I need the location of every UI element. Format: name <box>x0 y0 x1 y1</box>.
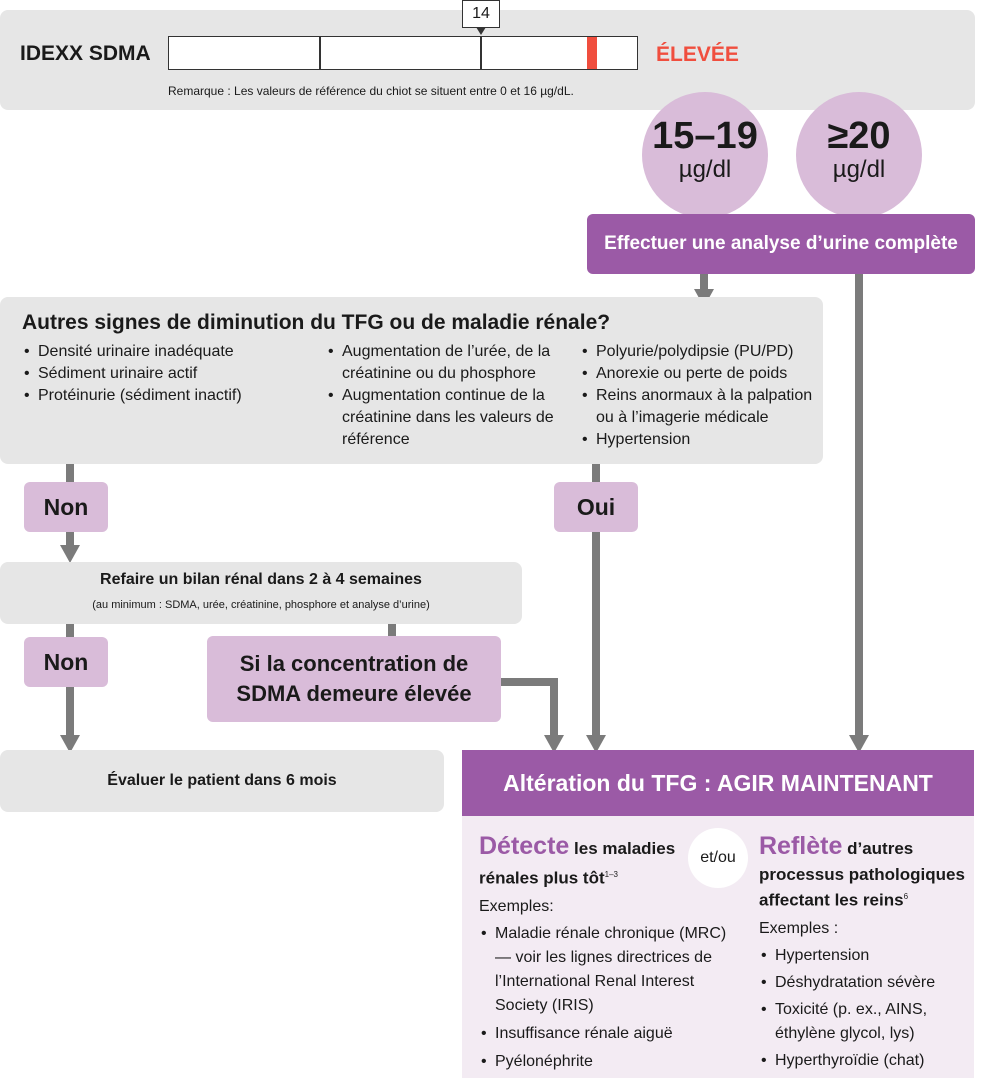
evaluate-label: Évaluer le patient dans 6 mois <box>107 772 337 789</box>
detect-heading-1: les maladies <box>569 839 676 858</box>
list-item: Sédiment urinaire actif <box>22 363 312 385</box>
range-circle-15-19: 15–19 µg/dl <box>642 92 768 218</box>
persist-label: Si la concentration de SDMA demeure élev… <box>236 651 472 706</box>
list-item: Anorexie ou perte de poids <box>580 363 820 385</box>
arrow-down-icon <box>60 735 80 753</box>
connector-line <box>66 464 74 482</box>
reflect-examples-label: Exemples : <box>759 919 839 937</box>
and-or-circle: et/ou <box>688 828 748 888</box>
range-value: 15–19 <box>652 115 758 157</box>
list-item: Reins anormaux à la palpation ou à l’ima… <box>580 385 820 429</box>
reflect-heading-1: d’autres <box>842 839 914 858</box>
sdma-status: ÉLEVÉE <box>656 43 739 66</box>
connector-line <box>500 678 558 686</box>
arrow-down-icon <box>586 735 606 753</box>
range-unit: µg/dl <box>832 156 886 183</box>
range-circle-20-plus: ≥20 µg/dl <box>796 92 922 218</box>
answer-no-2: Non <box>24 637 108 687</box>
connector-line <box>855 216 863 738</box>
renal-signs-box: Autres signes de diminution du TFG ou de… <box>0 297 823 464</box>
persist-box: Si la concentration de SDMA demeure élev… <box>207 636 501 722</box>
arrow-down-icon <box>849 735 869 753</box>
reflect-ref: 6 <box>903 892 909 901</box>
marker-value: 14 <box>472 5 490 22</box>
answer-label: Non <box>43 649 89 675</box>
renal-signs-col2: Augmentation de l’urée, de la créatinine… <box>326 341 570 451</box>
connector-line <box>66 686 74 738</box>
detect-column: Détecte les maladies rénales plus tôt1–3… <box>479 832 729 1074</box>
action-header: Altération du TFG : AGIR MAINTENANT <box>462 750 974 816</box>
scale-divider <box>480 37 482 69</box>
arrow-down-icon <box>544 735 564 753</box>
recheck-box: Refaire un bilan rénal dans 2 à 4 semain… <box>0 562 522 624</box>
urinalysis-box: Effectuer une analyse d’urine complète <box>587 214 975 274</box>
reflect-examples: Hypertension Déshydratation sévère Toxic… <box>759 944 959 1073</box>
answer-yes: Oui <box>554 482 638 532</box>
reflect-highlight: Reflète <box>759 832 843 860</box>
sdma-title: IDEXX SDMA <box>20 42 151 65</box>
range-value: ≥20 <box>827 115 891 157</box>
detect-examples-label: Exemples: <box>479 897 554 915</box>
answer-no-1: Non <box>24 482 108 532</box>
connector-line <box>592 531 600 738</box>
range-unit: µg/dl <box>678 156 732 183</box>
marker-callout-pointer <box>476 27 486 35</box>
list-item: Hypertension <box>580 429 820 451</box>
list-item: Augmentation continue de la créatinine d… <box>326 385 570 451</box>
connector-line <box>66 531 74 547</box>
scale-divider <box>319 37 321 69</box>
arrow-down-icon <box>60 545 80 563</box>
answer-label: Oui <box>576 494 616 520</box>
action-title: Altération du TFG : AGIR MAINTENANT <box>503 770 933 796</box>
connector-line <box>388 623 396 637</box>
renal-signs-col3: Polyurie/polydipsie (PU/PD) Anorexie ou … <box>580 341 820 451</box>
recheck-subtitle: (au minimum : SDMA, urée, créatinine, ph… <box>92 599 430 611</box>
list-item: Polyurie/polydipsie (PU/PD) <box>580 341 820 363</box>
reflect-column: Reflète d’autres processus pathologiques… <box>759 832 974 1073</box>
list-item: Hypertension <box>759 944 959 968</box>
connector-line <box>700 273 708 291</box>
detect-ref: 1–3 <box>604 870 618 879</box>
renal-signs-col1: Densité urinaire inadéquate Sédiment uri… <box>22 341 312 407</box>
reflect-heading-2: processus pathologiques <box>759 865 965 884</box>
urinalysis-label: Effectuer une analyse d’urine complète <box>604 233 958 254</box>
reflect-heading-3: affectant les reins <box>759 890 904 910</box>
list-item: Augmentation de l’urée, de la créatinine… <box>326 341 570 385</box>
reference-note: Remarque : Les valeurs de référence du c… <box>168 84 574 98</box>
and-or-label: et/ou <box>700 849 736 866</box>
list-item: Maladie rénale chronique (MRC) — voir le… <box>479 922 729 1018</box>
detect-heading-2: rénales plus tôt <box>479 868 605 888</box>
list-item: Densité urinaire inadéquate <box>22 341 312 363</box>
marker-callout: 14 <box>462 0 500 28</box>
list-item: Protéinurie (sédiment inactif) <box>22 385 312 407</box>
list-item: Pyélonéphrite <box>479 1050 729 1074</box>
list-item: Insuffisance rénale aiguë <box>479 1022 729 1046</box>
list-item: Toxicité (p. ex., AINS, éthylène glycol,… <box>759 998 959 1046</box>
scale-elevated-marker <box>587 37 597 69</box>
connector-line <box>592 464 600 482</box>
connector-line <box>550 678 558 738</box>
evaluate-box: Évaluer le patient dans 6 mois <box>0 750 444 812</box>
recheck-title: Refaire un bilan rénal dans 2 à 4 semain… <box>100 571 422 588</box>
renal-signs-title: Autres signes de diminution du TFG ou de… <box>22 311 611 334</box>
connector-line <box>66 623 74 637</box>
sdma-scale-bar <box>168 36 638 70</box>
list-item: Hyperthyroïdie (chat) <box>759 1049 959 1073</box>
list-item: Déshydratation sévère <box>759 971 959 995</box>
answer-label: Non <box>43 494 89 520</box>
detect-examples: Maladie rénale chronique (MRC) — voir le… <box>479 922 729 1074</box>
detect-highlight: Détecte <box>479 832 570 860</box>
